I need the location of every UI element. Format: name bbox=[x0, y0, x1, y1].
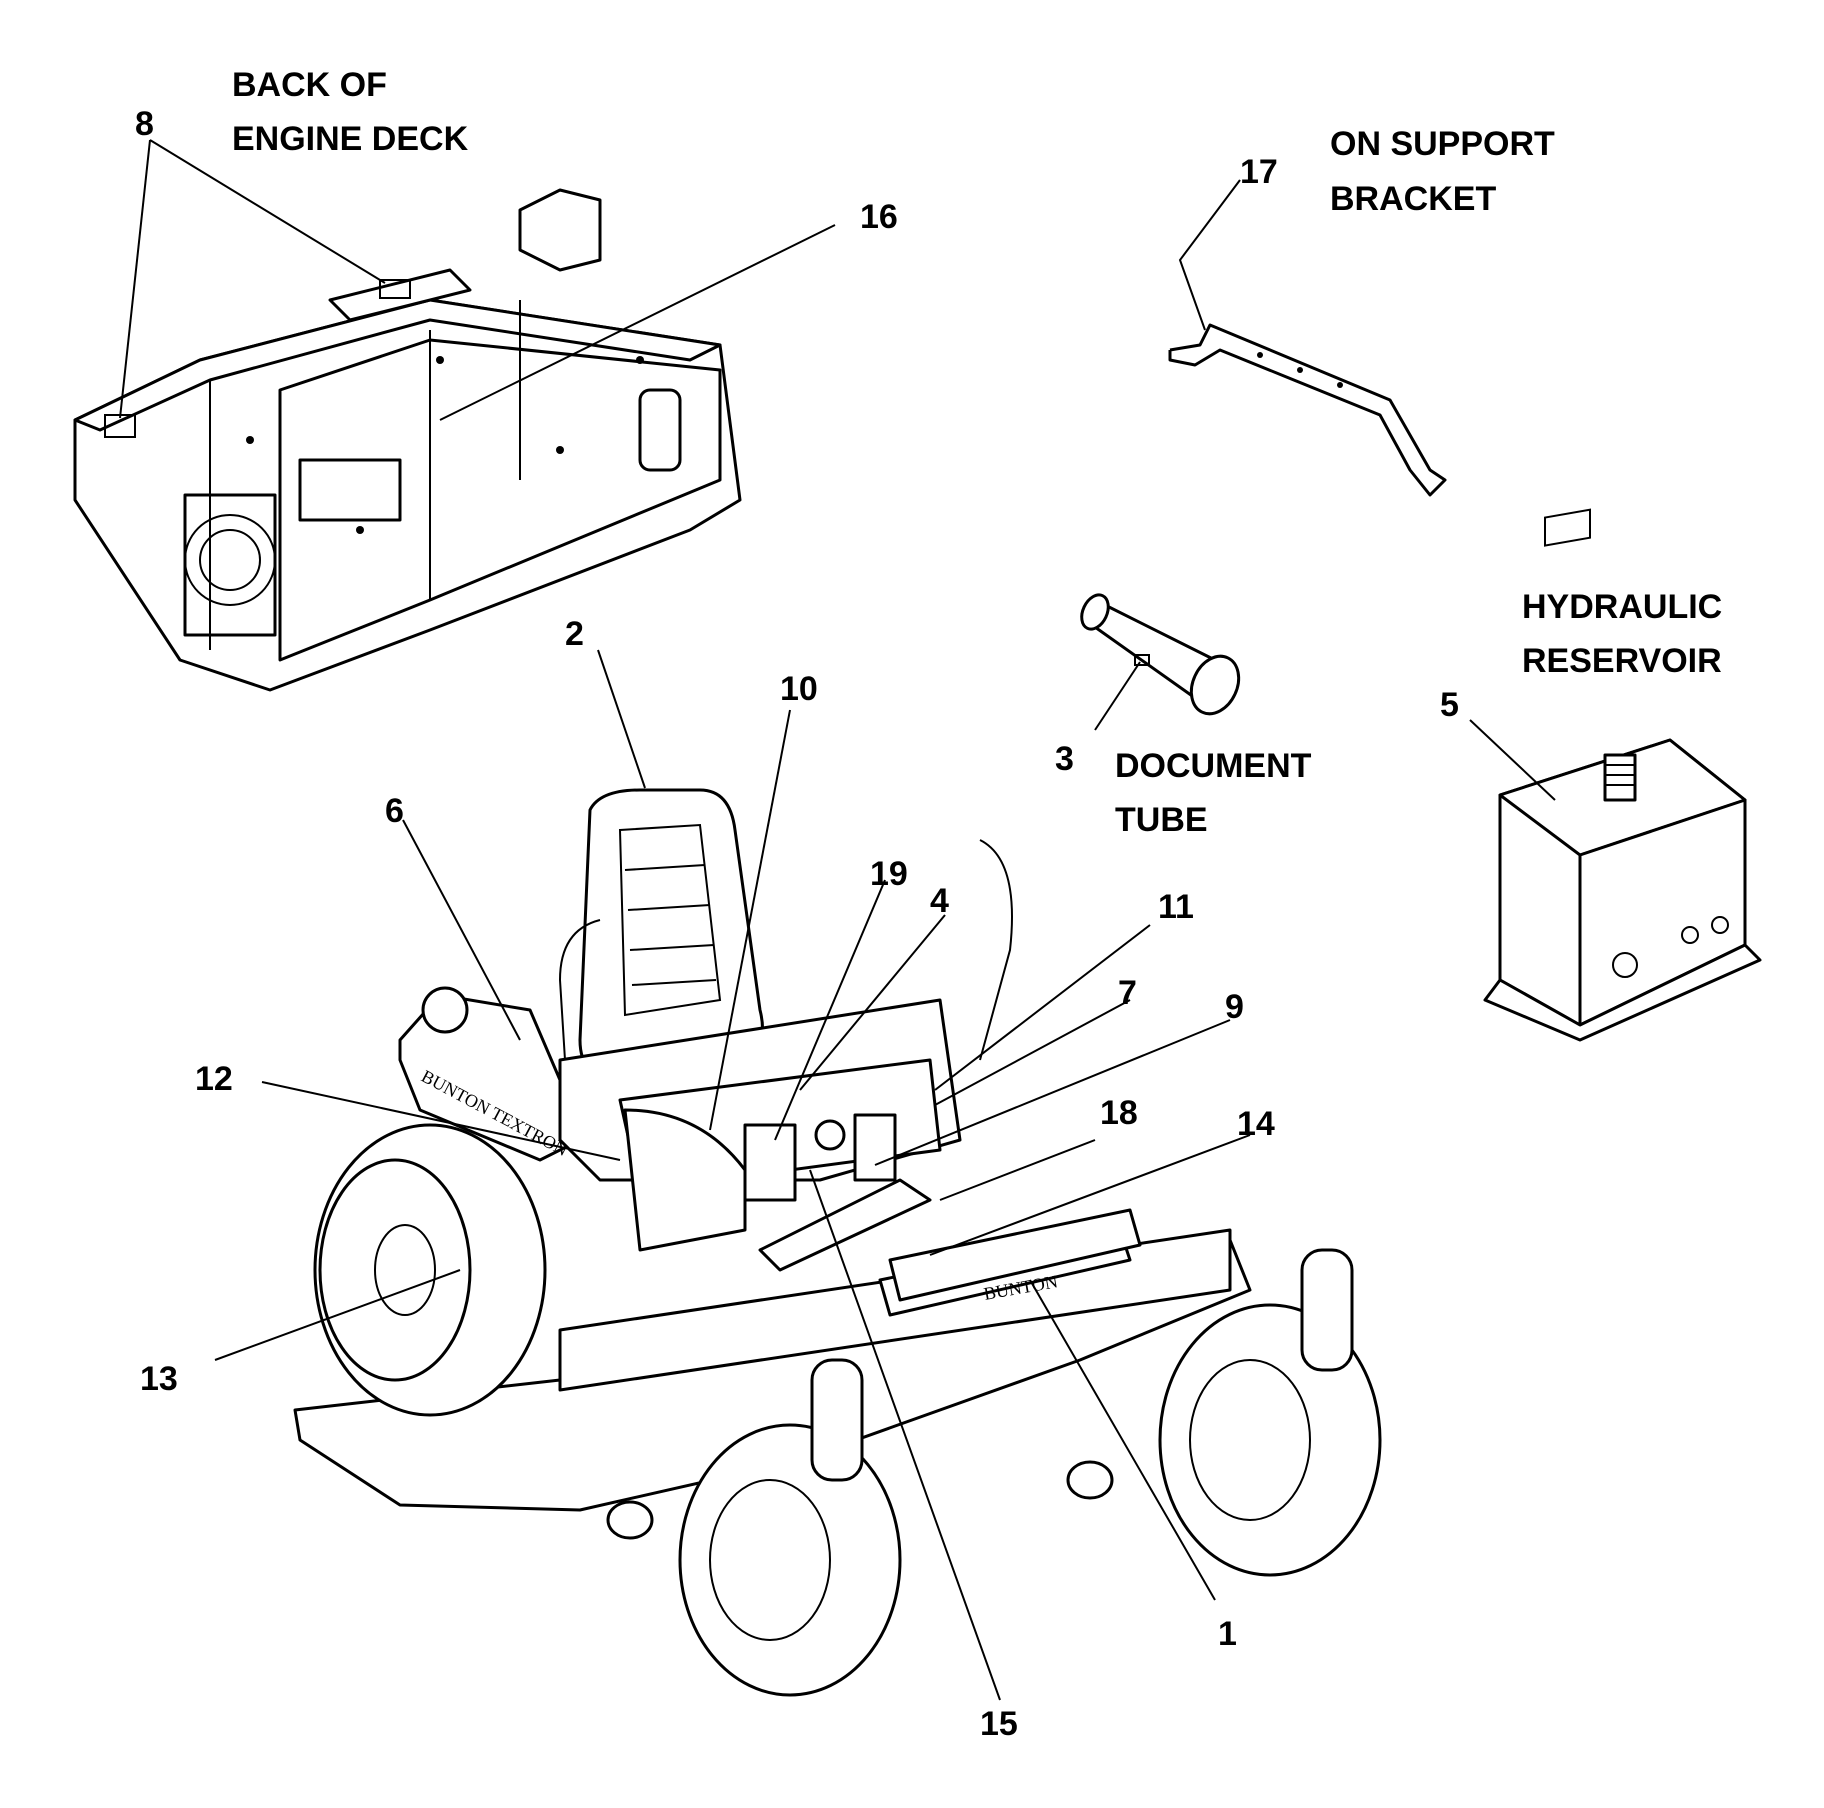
callout-10: 10 bbox=[780, 670, 818, 708]
callout-15: 15 bbox=[980, 1705, 1018, 1743]
callout-19: 19 bbox=[870, 855, 908, 893]
document-tube-caption-line1: DOCUMENT bbox=[1115, 747, 1312, 785]
callout-17: 17 bbox=[1240, 153, 1278, 191]
callout-14: 14 bbox=[1237, 1105, 1275, 1143]
engine-deck-caption-line2: ENGINE DECK bbox=[232, 120, 469, 158]
callout-8: 8 bbox=[135, 105, 154, 143]
engine-deck-caption-line1: BACK OF bbox=[232, 66, 387, 104]
hydraulic-reservoir-caption-line1: HYDRAULIC bbox=[1522, 588, 1722, 626]
callout-7: 7 bbox=[1118, 974, 1137, 1012]
callout-4: 4 bbox=[930, 882, 949, 920]
callout-6: 6 bbox=[385, 792, 404, 830]
engine-deck-drawing bbox=[73, 188, 742, 692]
leader-lines bbox=[119, 139, 1556, 1701]
hydraulic-reservoir-caption-line2: RESERVOIR bbox=[1522, 642, 1722, 680]
callout-18: 18 bbox=[1100, 1094, 1138, 1132]
callout-11: 11 bbox=[1158, 888, 1194, 926]
callout-3: 3 bbox=[1055, 740, 1074, 778]
support-bracket-caption-line2: BRACKET bbox=[1330, 180, 1496, 218]
callout-16: 16 bbox=[860, 198, 898, 236]
callout-9: 9 bbox=[1225, 988, 1244, 1026]
document-tube-caption-line2: TUBE bbox=[1115, 801, 1208, 839]
support-bracket-caption-line1: ON SUPPORT bbox=[1330, 125, 1555, 163]
callout-12: 12 bbox=[195, 1060, 233, 1098]
mower-drawing: BUNTON TEXTRON BUNTON bbox=[293, 788, 1382, 1697]
hydraulic-reservoir-drawing bbox=[1483, 508, 1762, 1042]
callout-1: 1 bbox=[1218, 1615, 1237, 1653]
document-tube-drawing bbox=[1080, 593, 1241, 716]
callout-5: 5 bbox=[1440, 686, 1459, 724]
support-bracket-drawing bbox=[1168, 323, 1447, 497]
callout-2: 2 bbox=[565, 615, 584, 653]
callout-13: 13 bbox=[140, 1360, 178, 1398]
